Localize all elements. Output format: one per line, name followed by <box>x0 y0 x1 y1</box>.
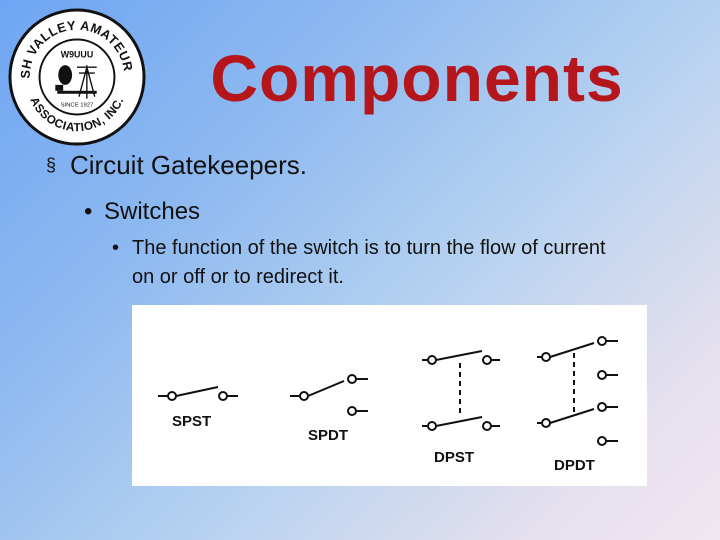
bullet-marker: • <box>112 237 120 259</box>
bullet-marker: § <box>46 155 57 175</box>
spdt-label: SPDT <box>308 427 348 444</box>
dpdt-label: DPDT <box>554 457 595 474</box>
bullet-level-1: § Circuit Gatekeepers. <box>46 150 307 181</box>
bullet-text: Circuit Gatekeepers. <box>70 150 307 180</box>
spdt-symbol <box>290 374 368 416</box>
logo-since: SINCE 1927 <box>61 103 94 109</box>
bullet-level-3: • The function of the switch is to turn … <box>112 234 632 292</box>
dpst-symbol <box>422 350 500 431</box>
association-logo: WABASH VALLEY AMATEUR RADIO ASSOCIATION,… <box>8 8 146 146</box>
bullet-level-2: • Switches <box>84 198 200 226</box>
radio-tower-icon <box>55 65 97 94</box>
dpst-label: DPST <box>434 449 474 466</box>
spst-label: SPST <box>172 413 211 430</box>
slide-title: Components <box>210 41 624 115</box>
dpdt-symbol <box>537 336 618 446</box>
bullet-text: Switches <box>104 198 201 225</box>
switch-diagram: SPST SPDT DPST DPDT <box>132 305 647 486</box>
bullet-text: The function of the switch is to turn th… <box>132 237 606 288</box>
bullet-marker: • <box>84 198 93 225</box>
logo-callsign: W9UUU <box>61 49 93 59</box>
spst-symbol <box>158 386 238 401</box>
